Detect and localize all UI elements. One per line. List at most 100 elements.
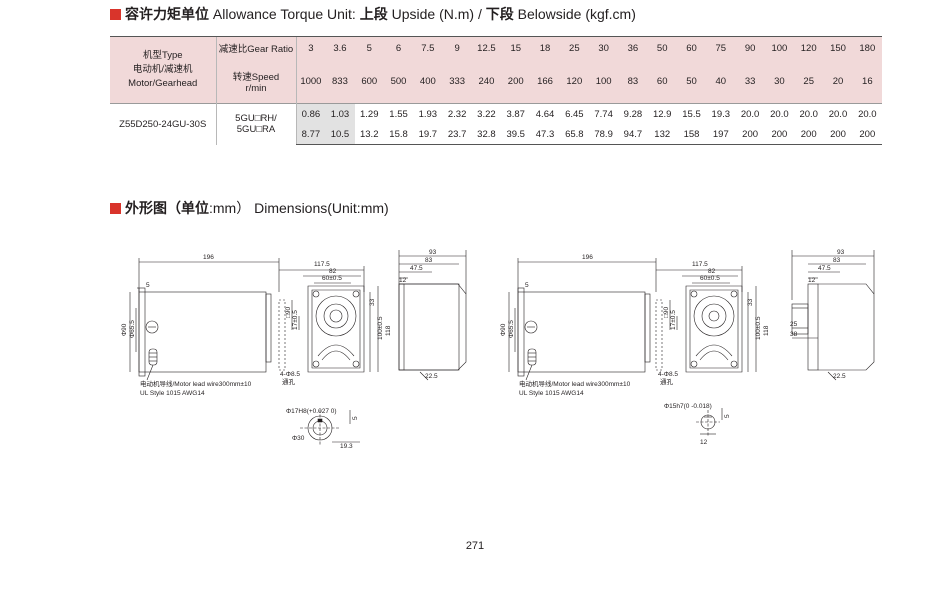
model-header-cell: 机型Type 电动机/减速机 Motor/Gearhead [110, 36, 216, 104]
model-label-1: 机型Type [142, 50, 183, 61]
torque-title-cn: 容许力矩单位 [125, 6, 209, 22]
torque-cell: 20.0 [852, 103, 882, 124]
ratio-cell: 100 [764, 36, 795, 59]
speed-cell: 200 [501, 59, 531, 104]
speed-label: 转速Speed r/min [215, 59, 296, 104]
model-label-2: 电动机/减速机 [132, 64, 193, 75]
dim-83: 83 [833, 257, 841, 264]
torque-kgf-cell: 47.3 [530, 124, 560, 145]
dim-25: 25 [790, 321, 798, 328]
lower-cn: 下段 [485, 6, 514, 22]
dim-phi65: Φ65.5 [508, 320, 515, 338]
torque-kgf-cell: 13.2 [354, 124, 384, 145]
speed-cell: 60 [647, 59, 677, 104]
torque-cell: 12.9 [647, 103, 677, 124]
torque-kgf-cell: 32.8 [471, 124, 502, 145]
dim-83: 83 [425, 257, 433, 264]
dim-38: 38 [790, 331, 798, 338]
torque-cell: 3.87 [501, 103, 531, 124]
dim-100: 100±0.5 [377, 316, 384, 340]
dim-title-en: Dimensions(Unit:mm) [254, 200, 389, 216]
lower-en: Belowside (kgf.cm) [517, 6, 636, 22]
dim-22-5: 22.5 [833, 373, 846, 380]
dim-60: 60±0.5 [700, 275, 720, 282]
lead-wire-note: 电动机导线/Motor lead wire300mm±10 [519, 379, 631, 388]
torque-kgf-cell: 15.8 [383, 124, 414, 145]
gearhead-1: 5GU□RH/ [235, 113, 277, 125]
torque-cell: 1.93 [413, 103, 443, 124]
ratio-cell: 50 [647, 36, 677, 59]
dim-phi90: Φ90 [121, 323, 128, 336]
speed-cell: 83 [618, 59, 648, 104]
hole-spec: 4-Φ8.5 [280, 371, 300, 378]
ratio-cell: 7.5 [413, 36, 443, 59]
lead-wire-note: 电动机导线/Motor lead wire300mm±10 [140, 379, 252, 388]
speed-cell: 100 [588, 59, 619, 104]
drawing-right-labels: 196 117.5 82 60±0.5 5 Φ90 Φ65.5 □90 17±0… [500, 249, 846, 446]
speed-cell: 40 [706, 59, 736, 104]
ratio-cell: 60 [676, 36, 707, 59]
torque-cell: 6.45 [559, 103, 589, 124]
speed-cell: 833 [325, 59, 355, 104]
torque-kgf-cell: 65.8 [559, 124, 589, 145]
dim-100: 100±0.5 [755, 316, 762, 340]
torque-unit-heading: 容许力矩单位 Allowance Torque Unit: 上段 Upside … [110, 4, 636, 24]
torque-kgf-cell: 200 [823, 124, 853, 145]
dim-47-5: 47.5 [410, 265, 423, 272]
ratio-cell: 25 [559, 36, 589, 59]
speed-cell: 600 [354, 59, 384, 104]
dim-sq90: □90 [663, 306, 670, 318]
speed-row: 转速Speed r/min 1000 833 600 500 400 333 2… [110, 59, 882, 104]
key-5: 5 [724, 414, 731, 418]
torque-cell: 3.22 [471, 103, 502, 124]
dim-sq90: □90 [285, 306, 292, 318]
bore-phi30: Φ30 [292, 435, 305, 442]
ratio-cell: 12.5 [471, 36, 502, 59]
speed-cell: 50 [676, 59, 707, 104]
dim-12: 12 [399, 277, 407, 284]
dim-196: 196 [582, 254, 593, 261]
torque-kgf-cell: 132 [647, 124, 677, 145]
ratio-cell: 9 [442, 36, 472, 59]
speed-cell: 25 [794, 59, 824, 104]
ratio-cell: 120 [794, 36, 824, 59]
shaft-spec: Φ15h7(0 -0.018) [664, 403, 712, 410]
torque-table: 机型Type 电动机/减速机 Motor/Gearhead 减速比Gear Ra… [110, 36, 882, 145]
ratio-cell: 3 [295, 36, 326, 59]
speed-cell: 30 [764, 59, 795, 104]
dim-33: 33 [369, 298, 376, 306]
torque-kgf-cell: 94.7 [618, 124, 648, 145]
ratio-row: 机型Type 电动机/减速机 Motor/Gearhead 减速比Gear Ra… [110, 36, 882, 104]
torque-kgf-cell: 200 [794, 124, 824, 145]
ratio-cell: 90 [735, 36, 765, 59]
model-label-3: Motor/Gearhead [128, 78, 198, 89]
torque-cell: 9.28 [618, 103, 648, 124]
torque-cell: 20.0 [735, 103, 765, 124]
torque-kgf-cell: 200 [735, 124, 765, 145]
torque-cell: 15.5 [676, 103, 707, 124]
dim-82: 82 [708, 268, 716, 275]
speed-label-1: 转速Speed [232, 71, 280, 83]
torque-kgf-cell: 200 [852, 124, 882, 145]
dim-title-cn: 外形图（单位 [125, 200, 209, 216]
dim-93: 93 [429, 249, 437, 256]
torque-kgf-cell: 197 [706, 124, 736, 145]
torque-cell: 7.74 [588, 103, 619, 124]
torque-cell: 1.03 [325, 103, 355, 124]
speed-cell: 16 [852, 59, 882, 104]
hole-note: 通孔 [282, 377, 296, 386]
torque-kgf-cell: 10.5 [325, 124, 355, 145]
ratio-cell: 36 [618, 36, 648, 59]
speed-label-2: r/min [245, 82, 267, 94]
section-marker [110, 8, 121, 20]
hole-note: 通孔 [660, 377, 674, 386]
dim-93: 93 [837, 249, 845, 256]
torque-nm-row: Z55D250-24GU-30S 5GU□RH/ 5GU□RA 0.86 1.0… [110, 103, 882, 145]
ratio-cell: 180 [852, 36, 882, 59]
dim-phi65: Φ65.5 [129, 320, 136, 338]
torque-cell: 20.0 [794, 103, 824, 124]
dim-22-5: 22.5 [425, 373, 438, 380]
page-number: 271 [465, 540, 485, 552]
ratio-label: 减速比Gear Ratio [215, 36, 296, 59]
